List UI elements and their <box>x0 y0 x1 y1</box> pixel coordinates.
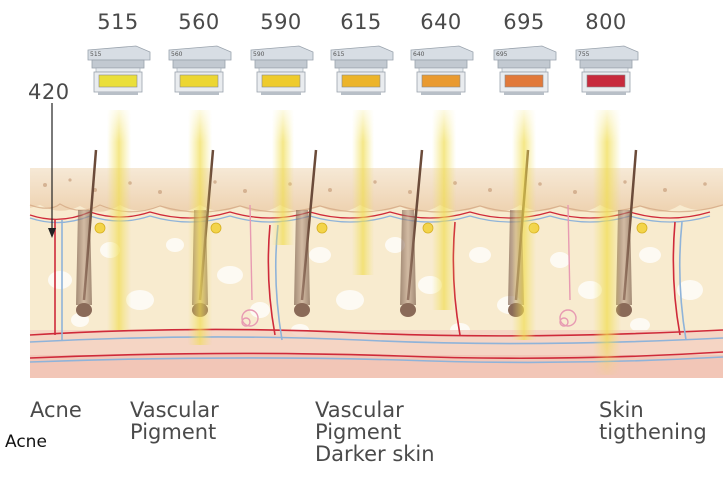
wavelength-label-695: 695 <box>503 10 545 34</box>
melanin-dots <box>43 178 707 194</box>
caption-acne: Acne <box>5 432 47 452</box>
wavelength-label-515: 515 <box>97 10 139 34</box>
wavelength-label-560: 560 <box>178 10 220 34</box>
filter-tag-590: 590 <box>253 51 265 58</box>
wavelength-label-420: 420 <box>28 80 70 104</box>
filter-head-590: 590 <box>250 45 314 95</box>
filter-head-560: 560 <box>168 45 232 95</box>
filter-head-515: 515 <box>87 45 151 95</box>
filter-head-800: 755 <box>575 45 639 95</box>
category-label-acne: Acne <box>30 398 82 422</box>
filter-head-640: 640 <box>410 45 474 95</box>
filter-tag-560: 560 <box>171 51 183 58</box>
sebaceous-glands <box>94 222 648 234</box>
wavelength-label-615: 615 <box>340 10 382 34</box>
filter-tag-615: 615 <box>333 51 345 58</box>
wavelength-label-590: 590 <box>260 10 302 34</box>
filter-tag-515: 515 <box>90 51 102 58</box>
category-label-vascular-pigment: Vascular Pigment <box>130 398 219 444</box>
category-label-skin-tightening: Skin tigthening <box>599 398 707 444</box>
light-beams <box>107 110 621 375</box>
category-label-vascular-pigment-darker-skin: Vascular Pigment Darker skin <box>315 398 435 466</box>
filter-head-615: 615 <box>330 45 394 95</box>
wavelength-label-800: 800 <box>585 10 627 34</box>
arrow-420-icon <box>48 103 56 238</box>
sweat-glands <box>241 204 577 327</box>
filter-heads: 515 560 590 615 640 695 755 <box>87 45 639 95</box>
filter-tag-640: 640 <box>413 51 425 58</box>
filter-tag-695: 695 <box>496 51 508 58</box>
filter-tag-800: 755 <box>578 51 590 58</box>
wavelength-label-640: 640 <box>420 10 462 34</box>
filter-head-695: 695 <box>493 45 557 95</box>
